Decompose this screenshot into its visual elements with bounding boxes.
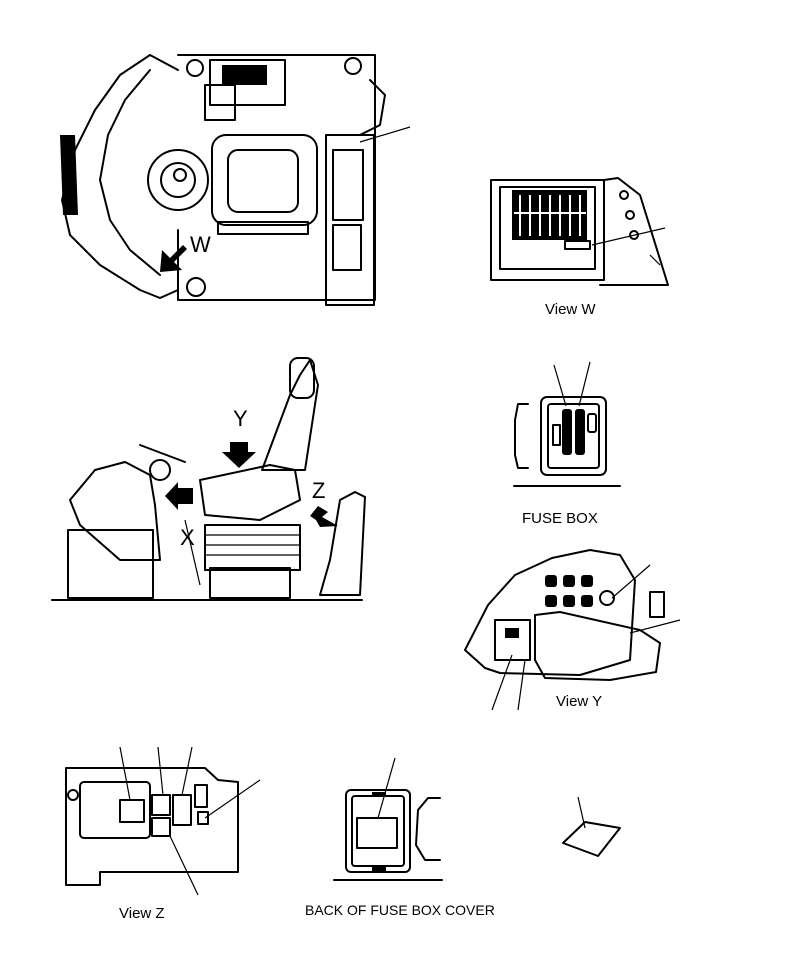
cab-side-view bbox=[51, 357, 366, 601]
fuse-box-cover-caption: BACK OF FUSE BOX COVER bbox=[305, 902, 495, 918]
view-w-marker: W bbox=[190, 232, 211, 257]
view-y-caption: View Y bbox=[556, 693, 603, 710]
view-w-caption: View W bbox=[545, 301, 596, 318]
view-y-marker: Y bbox=[233, 406, 248, 431]
view-z-marker: Z bbox=[312, 478, 326, 503]
fuse-box-caption: FUSE BOX bbox=[522, 510, 598, 527]
view-z-drawing bbox=[65, 746, 261, 896]
fuse-box-cover-drawing bbox=[333, 757, 443, 881]
cab-top-view bbox=[60, 54, 411, 306]
view-w-drawing bbox=[490, 177, 669, 286]
view-x-marker: X bbox=[180, 525, 195, 550]
view-y-drawing bbox=[464, 549, 681, 711]
fuse-box-drawing bbox=[513, 361, 621, 487]
view-z-caption: View Z bbox=[119, 905, 165, 922]
label-sheet-drawing bbox=[562, 796, 621, 857]
